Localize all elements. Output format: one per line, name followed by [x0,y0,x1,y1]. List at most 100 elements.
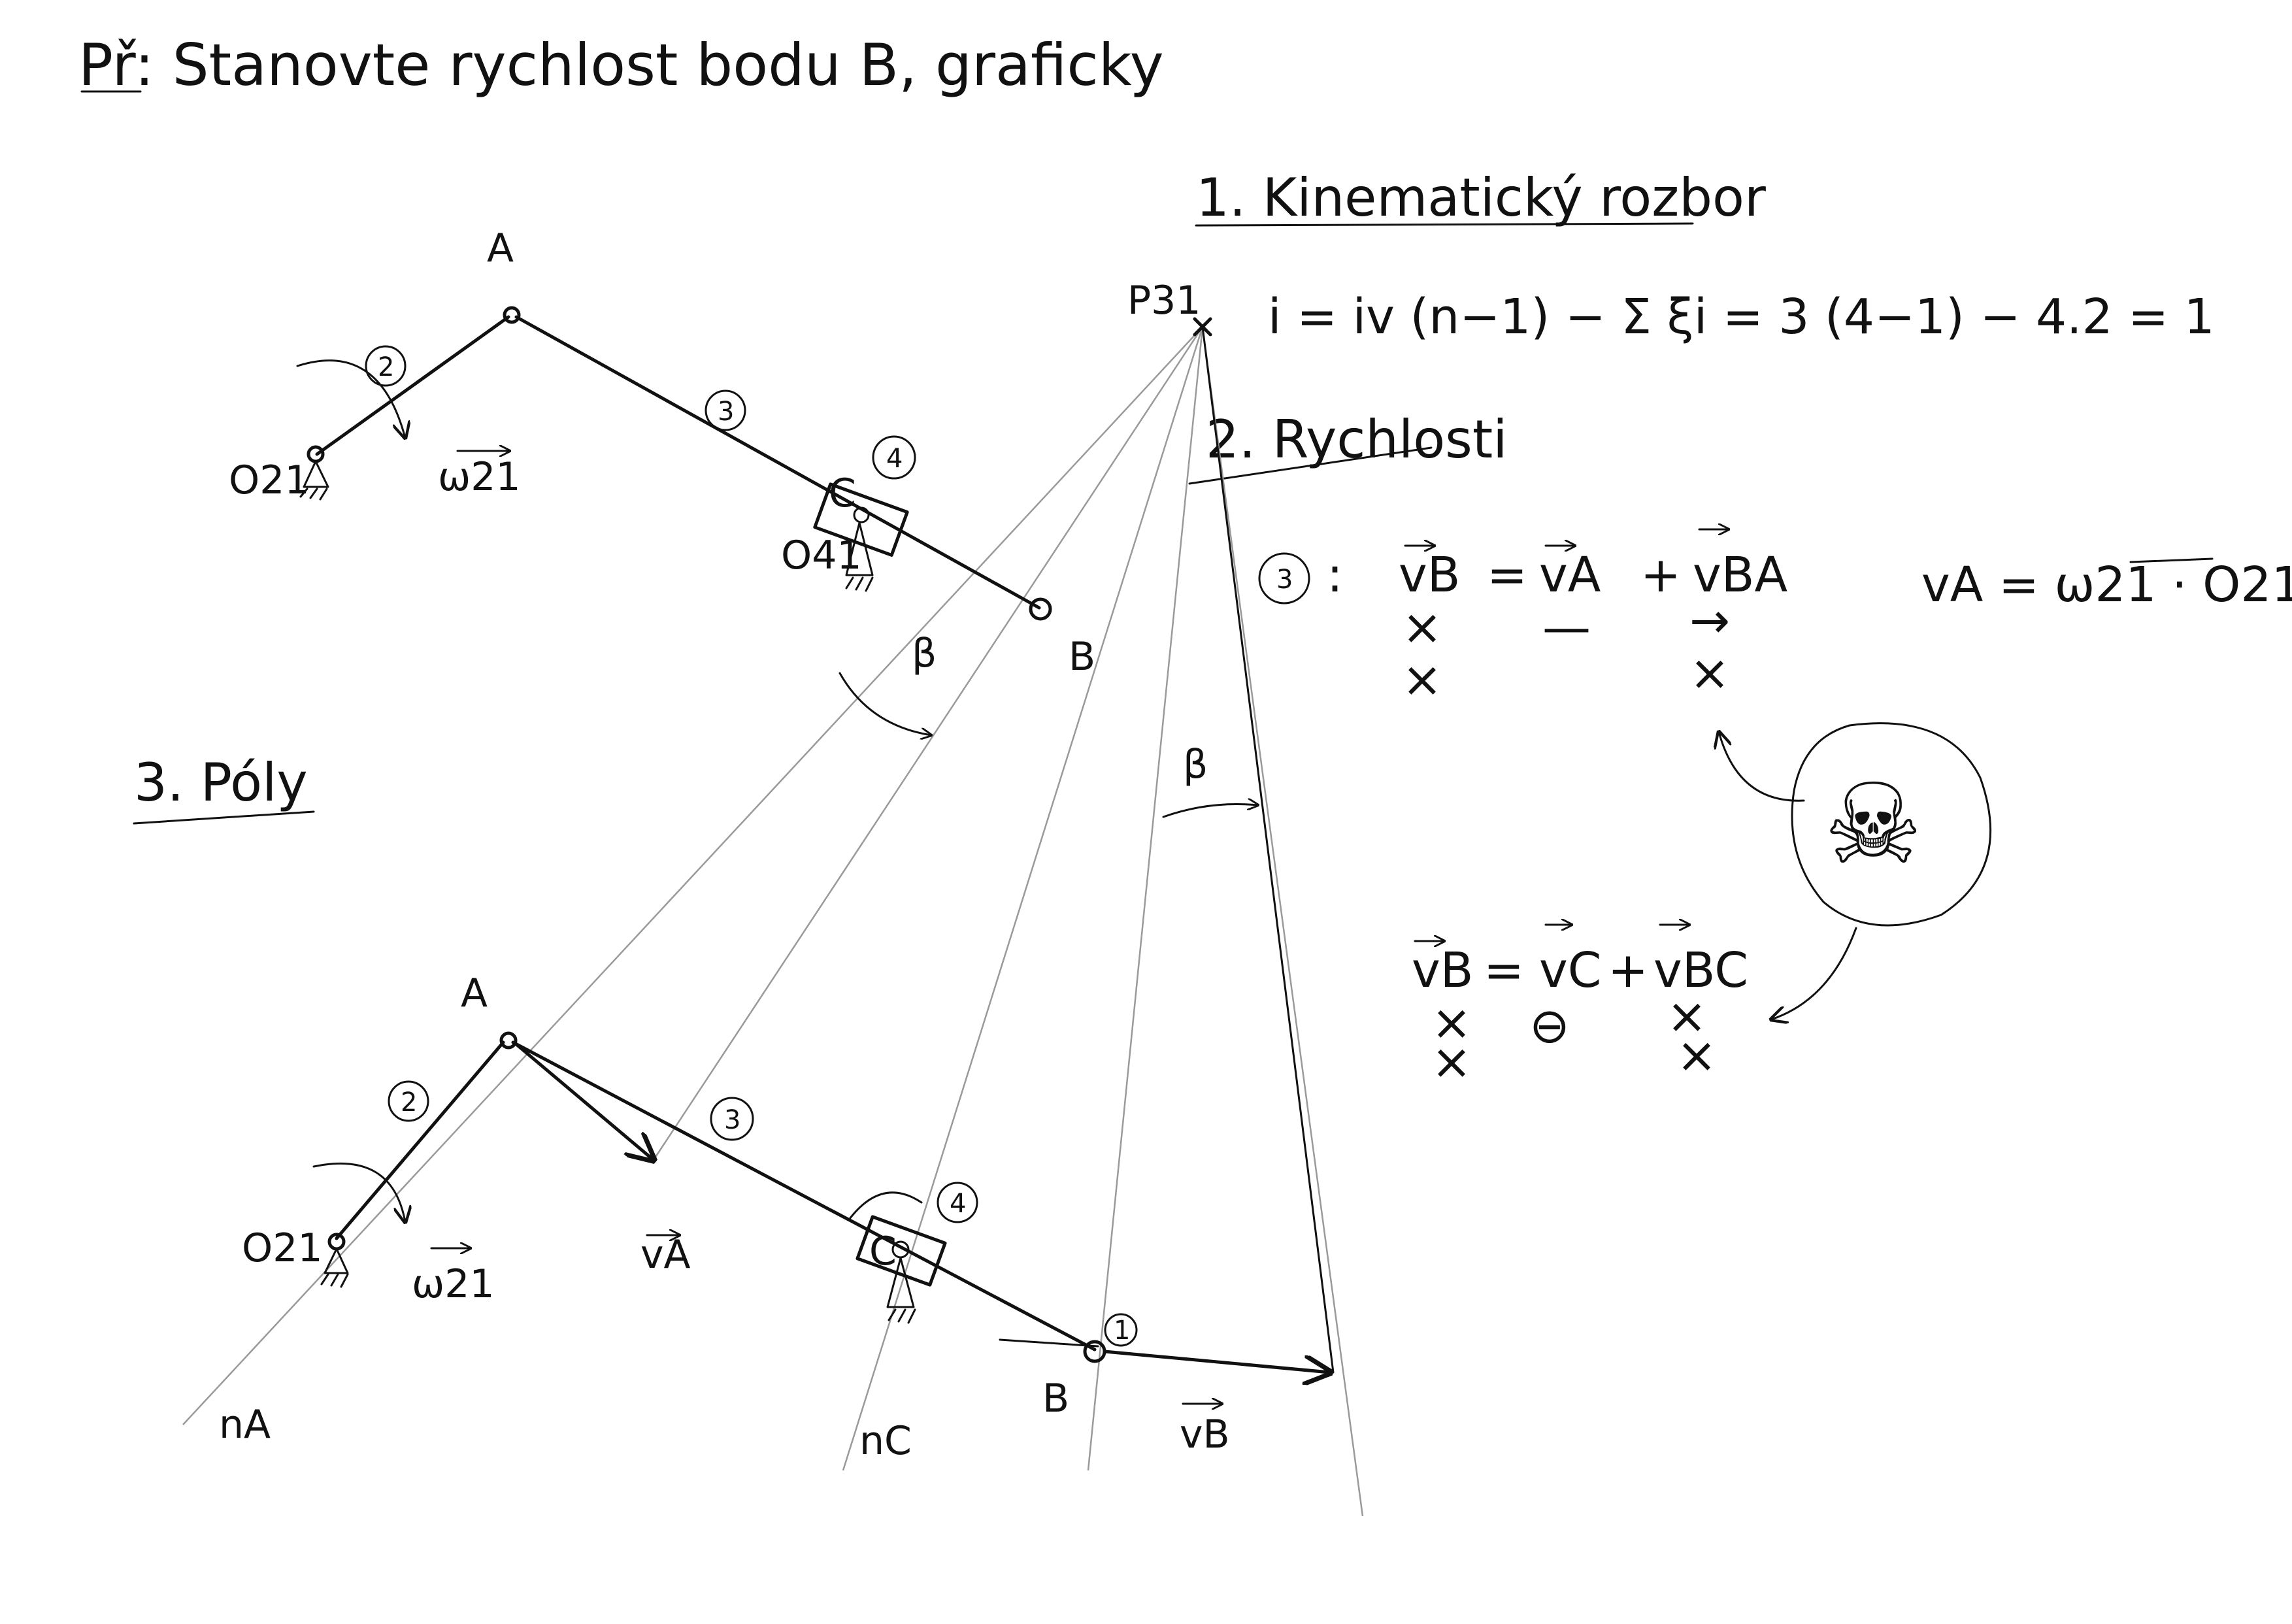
ground-o41-top [845,522,874,592]
eq1-lhs: vB [1399,547,1461,603]
label-omega-bottom: ω21 [412,1261,495,1307]
eq2-row2-t1: ⊖ [1529,998,1570,1054]
angle-label-right: β [1183,742,1208,787]
link-3-bottom [511,1040,1097,1351]
section-kinematic-heading: 1. Kinematický rozbor [1196,167,1766,228]
svg-text:1: 1 [1114,1316,1130,1346]
member-4-badge-top: 4 [872,435,916,480]
label-a-bottom: A [461,970,488,1016]
eq1-plus: + [1640,547,1681,603]
ray-nc [842,326,1204,1471]
angle-arc-upper [839,672,931,735]
skull-icon: ☠ [1823,760,1923,889]
pole-p31-label: P31 [1127,278,1201,323]
ray-right [1201,326,1364,1517]
mechanism-top [296,306,1052,621]
section-poles-heading: 3. Póly [134,752,308,813]
label-vb: vB [1180,1412,1230,1457]
skull-arrow-up [1719,732,1805,802]
velocity-va-vector [514,1042,654,1160]
eq1-row3-lhs: × [1402,652,1442,708]
slider-4-bottom [855,1215,947,1287]
label-b-bottom: B [1042,1376,1069,1421]
label-o41-top: O41 [781,533,862,578]
ground-o21-bottom [320,1248,349,1288]
svg-text:4: 4 [950,1189,966,1219]
angle-label-upper: β [912,631,937,676]
svg-text:2: 2 [378,352,394,382]
section-velocities-underline [1188,446,1433,485]
ray-nb [1087,326,1204,1471]
ground-c-bottom [886,1257,916,1324]
eq2-row3-t2: × [1676,1027,1717,1084]
svg-text:2: 2 [401,1087,417,1118]
eq1-row3-t2: × [1689,645,1730,701]
skull-blob [1791,722,1992,927]
member-1-badge-bottom: 1 [1104,1313,1138,1347]
label-c-bottom: C [869,1229,897,1274]
section-poles-underline [133,810,315,825]
eq2-row2-t2: × [1667,988,1707,1044]
ground-o21-top [299,460,329,501]
svg-text:3: 3 [718,397,734,427]
eq1-member-badge [1258,552,1310,605]
link-3-top [514,315,1041,610]
svg-text:3: 3 [724,1105,740,1135]
eq2-equals: = [1484,942,1524,999]
eq2-row3-lhs: × [1431,1034,1472,1090]
slider-4-top [813,482,909,557]
omega-arc-top [296,359,405,438]
eq2-row2-lhs: × [1431,995,1472,1051]
eq1-term2: vBA [1693,547,1788,603]
member-4-badge-bottom: 4 [937,1182,978,1223]
angle-arc-right [1162,804,1258,818]
equation-vb-vc: vB = vC + vBC × ⊖ × × × [1412,925,1748,1090]
pole-p31-mark-b [1193,317,1212,337]
label-b-top: B [1069,634,1095,680]
page-title: Př: Stanovte rychlost bodu B, graficky [78,31,1164,99]
section-velocities-heading: 2. Rychlosti [1206,409,1507,470]
link-2-bottom [335,1040,505,1240]
ray-na [182,326,1203,1425]
normal-at-b [999,1338,1099,1348]
equation-va: vA = ω21 · O21A [1921,557,2292,613]
label-omega-top: ω21 [438,454,521,500]
skull-arrow-down [1771,927,1857,1019]
slider-4-hood [848,1191,923,1220]
member-3-badge-top: 3 [705,389,746,431]
eq1-row2-t2: → [1689,593,1730,649]
svg-text:4: 4 [886,444,903,474]
joint-b-top [1029,597,1052,621]
omega-arc-bottom [312,1162,405,1222]
eq2-lhs: vB [1412,942,1474,999]
label-va: vA [640,1232,691,1278]
pole-rays [182,325,1364,1517]
equation-va-overline [2129,557,2214,563]
eq1-member-number: 3 [1276,565,1293,595]
eq1-term1: vA [1539,547,1601,603]
member-2-badge-top: 2 [365,345,407,387]
eq1-row2-t1: — [1542,599,1591,655]
velocity-profile-line [1201,325,1335,1374]
mechanism-bottom [312,1031,1330,1404]
eq2-term2: vBC [1653,942,1748,999]
equation-vb-va: 3 : vB = vA + vBA × — → × × [1258,529,1788,708]
velocity-vb-vector [1103,1350,1330,1372]
skull-doodle: ☠ [1719,722,1992,1019]
dof-equation: i = iv (n−1) − Σ ξi = 3 (4−1) − 4.2 = 1 [1268,289,2215,345]
label-c-top: C [829,471,856,516]
ray-2 [652,326,1204,1161]
eq2-plus: + [1608,942,1648,999]
label-nc: nC [859,1418,912,1464]
eq1-colon: : [1327,547,1343,603]
label-o21-top: O21 [229,457,310,503]
label-na: nA [219,1402,271,1448]
eq1-row2-lhs: × [1402,599,1442,655]
member-2-badge-bottom: 2 [388,1080,429,1122]
eq1-equals: = [1487,547,1527,603]
eq2-term1: vC [1539,942,1601,999]
link-2-top [315,315,510,456]
joint-a-top [503,306,521,324]
